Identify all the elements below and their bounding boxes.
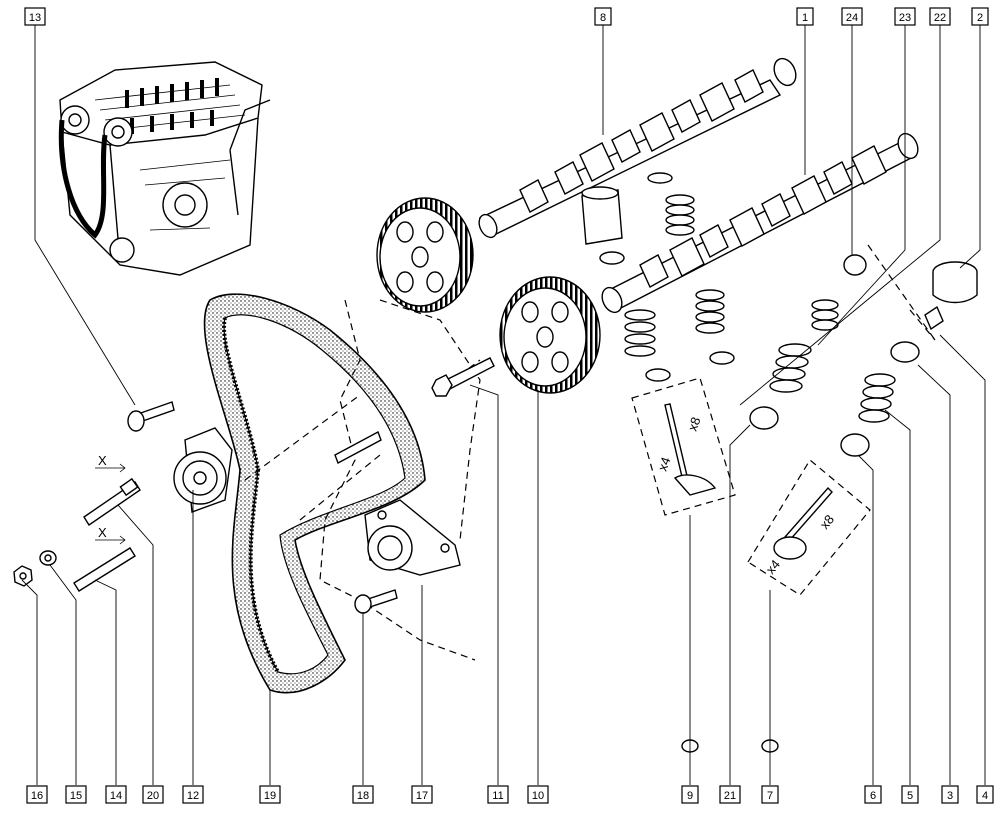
svg-text:18: 18 (357, 790, 369, 802)
svg-text:6: 6 (870, 790, 876, 802)
svg-text:4: 4 (982, 790, 988, 802)
tensioner-pulley (173, 427, 233, 513)
camshaft-sprocket-lower (499, 276, 601, 394)
callout-21: 21 (719, 785, 741, 804)
callout-14: 14 (105, 785, 127, 804)
callout-13: 13 (24, 7, 46, 26)
callout-24: 24 (841, 7, 863, 26)
svg-text:19: 19 (264, 790, 276, 802)
svg-text:20: 20 (147, 790, 159, 802)
callout-18: 18 (352, 785, 374, 804)
callout-19: 19 (259, 785, 281, 804)
dimension-marks: X X x4 x8 x4 x8 (95, 415, 837, 577)
svg-text:2: 2 (977, 12, 983, 24)
callout-2: 2 (971, 7, 989, 26)
callout-labels: 13 8 1 24 23 22 2 16 15 14 20 12 19 18 1… (24, 7, 994, 804)
qty-intake-valve: x4 (655, 455, 674, 473)
qty-exhaust-valve: x4 (763, 557, 783, 577)
svg-text:7: 7 (767, 790, 773, 802)
screw-13 (127, 401, 175, 432)
svg-text:9: 9 (687, 790, 693, 802)
svg-text:17: 17 (416, 790, 428, 802)
timing-belt (203, 293, 426, 694)
washer-15 (39, 550, 57, 566)
callout-3: 3 (941, 785, 959, 804)
callout-16: 16 (26, 785, 48, 804)
bolt-18 (354, 589, 398, 614)
callout-22: 22 (929, 7, 951, 26)
callout-17: 17 (411, 785, 433, 804)
svg-text:13: 13 (29, 12, 41, 24)
nut-16 (13, 565, 33, 587)
svg-text:12: 12 (187, 790, 199, 802)
stud-14 (73, 547, 136, 592)
camshaft-upper (478, 57, 797, 239)
callout-6: 6 (864, 785, 882, 804)
svg-text:14: 14 (110, 790, 122, 802)
svg-text:24: 24 (846, 12, 858, 24)
svg-text:10: 10 (532, 790, 544, 802)
callout-4: 4 (976, 785, 994, 804)
svg-text:1: 1 (802, 12, 808, 24)
callout-12: 12 (182, 785, 204, 804)
leader-lines (21, 25, 986, 785)
stud-center (334, 431, 382, 464)
idler-pulley (364, 499, 461, 576)
svg-text:8: 8 (600, 12, 606, 24)
svg-text:3: 3 (947, 790, 953, 802)
callout-10: 10 (527, 785, 549, 804)
callout-15: 15 (65, 785, 87, 804)
svg-text:23: 23 (899, 12, 911, 24)
callout-5: 5 (901, 785, 919, 804)
callout-23: 23 (894, 7, 916, 26)
qty-intake-keeper: x8 (685, 415, 704, 433)
svg-text:21: 21 (724, 790, 736, 802)
svg-text:11: 11 (492, 790, 503, 802)
intake-valve-box (631, 377, 736, 516)
bolt-11 (431, 357, 495, 397)
callout-20: 20 (142, 785, 164, 804)
dimension-x-lower: X (98, 525, 107, 540)
camshaft-sprocket-upper (376, 197, 474, 313)
valve-seats-and-caps (599, 251, 944, 457)
callout-8: 8 (594, 7, 612, 26)
engine-overview-illustration (58, 61, 271, 276)
qty-exhaust-keeper: x8 (817, 512, 837, 532)
tappet-bucket (581, 172, 978, 304)
callout-9: 9 (681, 785, 699, 804)
callout-11: 11 (487, 785, 509, 804)
stud-20 (83, 477, 141, 526)
svg-text:15: 15 (70, 790, 82, 802)
callout-7: 7 (761, 785, 779, 804)
svg-text:22: 22 (934, 12, 946, 24)
exhaust-valve-box (747, 459, 871, 596)
dimension-x-upper: X (98, 453, 107, 468)
svg-text:5: 5 (907, 790, 913, 802)
svg-text:16: 16 (31, 790, 43, 802)
camshaft-lower (601, 132, 919, 314)
callout-1: 1 (796, 7, 814, 26)
